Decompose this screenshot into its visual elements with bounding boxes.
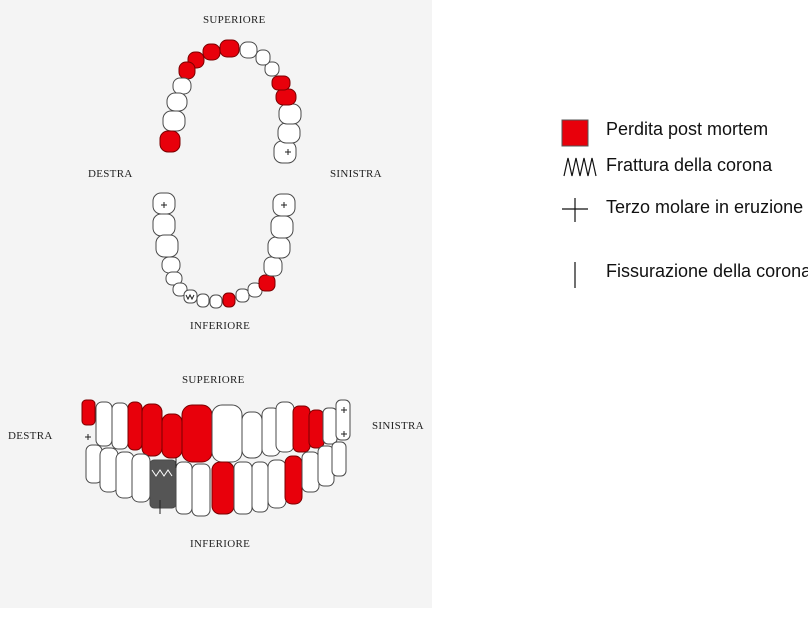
lower-arch (152, 192, 296, 309)
occlusal-left-label: DESTRA (88, 168, 133, 180)
fracture-mark (185, 293, 195, 301)
red-square-icon (560, 118, 590, 153)
frontal-upper-tooth (211, 404, 243, 463)
frontal-lower-tooth (175, 461, 193, 515)
upper-tooth-lost (275, 88, 297, 106)
frontal-upper-tooth-lost (292, 405, 311, 453)
frontal-upper-tooth (95, 401, 113, 447)
upper-tooth-lost (159, 130, 181, 153)
frontal-upper-tooth-lost (81, 399, 96, 426)
frontal-lower-tooth (331, 441, 347, 477)
lower-tooth (209, 294, 223, 309)
legend-label: Fissurazione della corona (606, 261, 808, 281)
frontal-lower-tooth-fractured (149, 459, 177, 509)
frontal-lower-tooth (251, 461, 269, 513)
upper-tooth (255, 49, 271, 66)
lower-tooth (152, 213, 176, 237)
lower-tooth (263, 256, 283, 277)
frontal-upper-tooth (322, 407, 338, 445)
occlusal-top-label: SUPERIORE (203, 14, 266, 26)
upper-tooth (239, 41, 258, 59)
frontal-lower-tooth (267, 459, 287, 509)
frontal-top-label: SUPERIORE (182, 374, 245, 386)
frontal-upper-tooth-lost (161, 413, 183, 459)
upper-tooth (278, 103, 302, 125)
cross-mark (281, 202, 287, 208)
lower-tooth (270, 215, 294, 239)
upper-tooth (172, 77, 192, 95)
frontal-upper-tooth-lost (141, 403, 163, 457)
upper-tooth (166, 92, 188, 112)
frontal-lower-tooth (233, 461, 253, 515)
legend-label: Frattura della corona (606, 155, 773, 175)
lower-tooth (161, 256, 181, 274)
frontal-lower-tooth-lost (284, 455, 303, 505)
upper-tooth (264, 61, 280, 77)
vertical-line-icon (560, 260, 590, 295)
frontal-lower-tooth (131, 453, 151, 503)
cross-mark (341, 407, 347, 413)
zigzag-fracture-icon (560, 154, 604, 185)
frontal-upper-teeth (81, 399, 351, 463)
lower-tooth-lost (222, 292, 236, 308)
frontal-lower-tooth (99, 447, 119, 493)
lower-tooth (172, 282, 188, 297)
cross-icon (560, 196, 590, 231)
lower-tooth (196, 293, 210, 308)
frontal-upper-tooth-lost (308, 409, 325, 449)
lower-tooth (155, 234, 179, 258)
cross-mark (161, 202, 167, 208)
frontal-upper-tooth (241, 411, 263, 459)
frontal-lower-teeth (85, 441, 347, 517)
frontal-bottom-label: INFERIORE (190, 538, 251, 550)
upper-tooth-lost (271, 75, 291, 91)
lower-tooth-lost (258, 274, 276, 292)
frontal-lower-tooth-lost (211, 461, 235, 515)
upper-tooth-lost (202, 43, 221, 61)
frontal-upper-tooth-lost (127, 401, 143, 451)
upper-arch (159, 39, 302, 164)
cross-mark (341, 431, 347, 437)
lower-tooth (267, 236, 291, 259)
legend-label: Perdita post mortem (606, 119, 769, 139)
legend-label: Terzo molare in eruzione (606, 197, 804, 217)
frontal-lower-tooth (191, 463, 211, 517)
frontal-lower-tooth (301, 451, 320, 493)
occlusal-bottom-label: INFERIORE (190, 320, 251, 332)
cross-mark (285, 149, 291, 155)
lower-tooth (235, 288, 250, 303)
frontal-upper-tooth-lost (181, 404, 213, 463)
frontal-upper-tooth (111, 402, 129, 450)
frontal-upper-tooth (275, 401, 295, 453)
occlusal-right-label: SINISTRA (330, 168, 382, 180)
upper-tooth-lost (219, 39, 240, 58)
dental-diagram (81, 39, 351, 517)
frontal-left-label: DESTRA (8, 430, 53, 442)
upper-tooth (162, 110, 186, 132)
upper-tooth-lost (178, 61, 196, 80)
frontal-lower-tooth (115, 451, 135, 499)
frontal-right-label: SINISTRA (372, 420, 424, 432)
cross-mark (85, 434, 91, 440)
upper-tooth (277, 122, 301, 144)
fracture-mark (151, 469, 173, 477)
